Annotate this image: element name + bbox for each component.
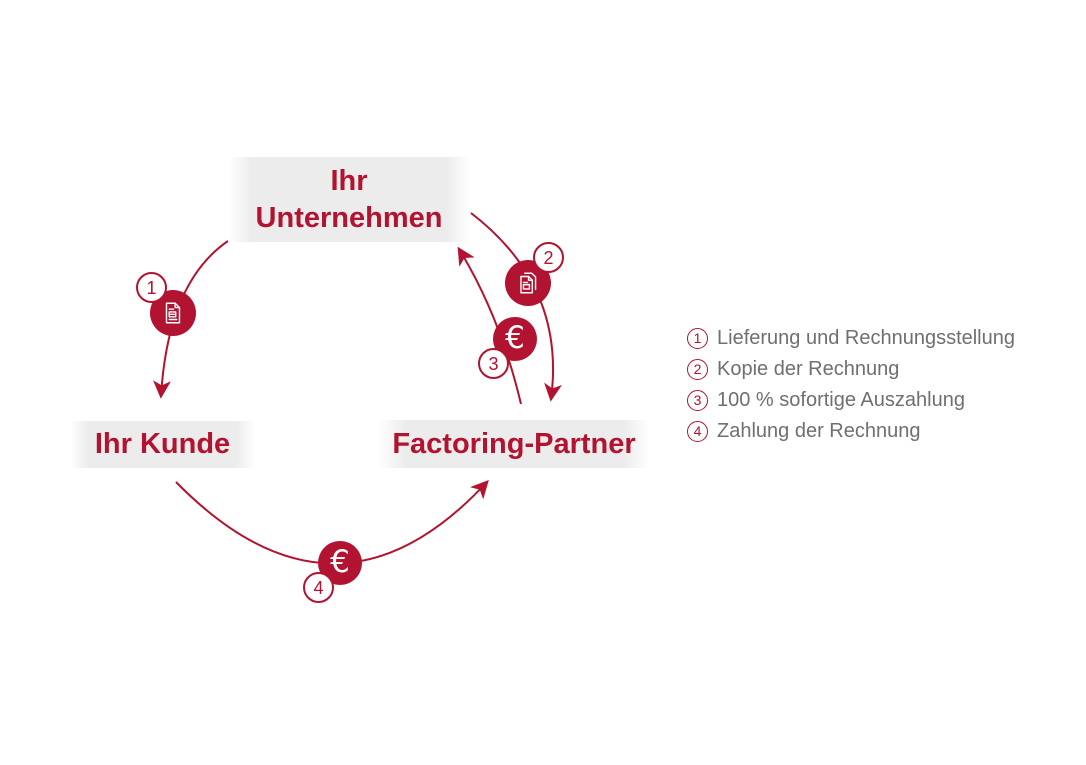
legend-item-text: 100 % sofortige Auszahlung <box>717 388 965 411</box>
legend-item-text: Kopie der Rechnung <box>717 357 900 380</box>
step-1-badge: 1 <box>136 272 167 303</box>
legend: 1 Lieferung und Rechnungsstellung 2 Kopi… <box>687 327 1015 451</box>
step-2-badge: 2 <box>533 242 564 273</box>
legend-item: 3 100 % sofortige Auszahlung <box>687 389 1015 411</box>
node-unternehmen: Ihr Unternehmen <box>228 157 470 242</box>
legend-item-text: Zahlung der Rechnung <box>717 419 921 442</box>
legend-item-number: 1 <box>687 327 708 349</box>
step-3-badge: 3 <box>478 348 509 379</box>
legend-item: 2 Kopie der Rechnung <box>687 358 1015 380</box>
legend-item: 1 Lieferung und Rechnungsstellung <box>687 327 1015 349</box>
node-label-unternehmen: Ihr Unternehmen <box>256 163 443 237</box>
invoice-document-icon <box>165 302 181 324</box>
legend-item-number: 3 <box>687 389 708 411</box>
euro-icon: € <box>505 319 525 356</box>
node-label-unternehmen-line2: Unternehmen <box>255 201 443 234</box>
legend-item: 4 Zahlung der Rechnung <box>687 420 1015 442</box>
node-kunde: Ihr Kunde <box>70 421 255 468</box>
euro-icon: € <box>330 543 350 580</box>
legend-item-number: 2 <box>687 358 708 380</box>
step-3-marker: € <box>493 317 537 361</box>
node-label-unternehmen-line1: Ihr <box>330 164 368 197</box>
step-4-badge: 4 <box>303 572 334 603</box>
legend-item-text: Lieferung und Rechnungsstellung <box>717 326 1015 349</box>
node-factoring: Factoring-Partner <box>378 420 650 468</box>
legend-item-number: 4 <box>687 420 708 442</box>
invoice-copy-icon <box>520 272 537 294</box>
node-label-kunde: Ihr Kunde <box>94 428 231 460</box>
node-label-factoring: Factoring-Partner <box>392 427 636 460</box>
